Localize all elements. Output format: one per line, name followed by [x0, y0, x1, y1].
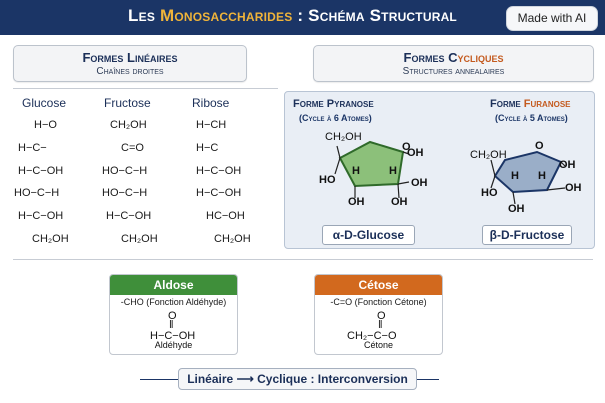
pyranose-ring: [338, 140, 405, 188]
chain-line: HO−C−H: [14, 187, 60, 200]
bond-line: [546, 187, 566, 191]
alpha-d-glucose-label: α-D-Glucose: [322, 225, 415, 245]
aldose-card-subtitle: -CHO (Fonction Aldéhyde): [120, 297, 227, 307]
footer-linear: Linéaire: [187, 372, 234, 386]
linear-forms-subtitle: Chaînes droites: [96, 66, 164, 77]
cetose-double-bond: ‖: [378, 319, 383, 331]
chain-line: H−C−: [18, 141, 47, 154]
chain-line: H−C−OH: [106, 210, 152, 223]
bond-line: [336, 145, 341, 159]
pyranose-subtitle: (Cycle à 6 Atomes): [299, 113, 372, 123]
cyclic-title-main: Formes C: [403, 50, 458, 65]
cetose-caption: Cétone: [363, 340, 394, 350]
footer-line-right: [417, 379, 439, 380]
bond-line: [334, 157, 341, 175]
cetose-formula: CH₂−C−O: [347, 330, 397, 342]
cetose-card-title: Cétose: [315, 275, 442, 295]
furanose-title-main: Forme: [490, 98, 524, 110]
linear-forms-header: Formes Linéaires Chaînes droites: [13, 45, 247, 82]
pyranose-label-ch2oh: CH₂OH: [325, 131, 362, 143]
chain-title-ribose: Ribose: [192, 96, 230, 110]
aldose-oxygen: O: [168, 310, 177, 322]
bond-line: [560, 161, 566, 167]
aldose-formula: H−C−OH: [150, 330, 196, 342]
furanose-label-o: O: [535, 140, 544, 152]
title-bar: Les Monosaccharides : Schéma Structural …: [0, 0, 605, 35]
furanose-title-accent: Furanose: [523, 98, 571, 110]
furanose-label-ho-left: HO: [481, 187, 498, 199]
furanose-label-h: H: [511, 170, 519, 182]
chain-line: H−C−OH: [18, 210, 64, 223]
pyranose-label-oh-bottom-left: OH: [348, 196, 365, 208]
chain-line: CH₂OH: [110, 119, 147, 131]
furanose-label-oh-right: OH: [559, 159, 576, 171]
pyranose-label-ho-left: HO: [319, 174, 336, 186]
chain-fructose: CH₂OH C=O HO−C−H HO−C−H H−C−OH CH₂OH: [102, 114, 158, 251]
furanose-subtitle: (Cycle à 5 Atomes): [495, 113, 568, 123]
bond-line: [402, 151, 410, 155]
chain-line: CH₂OH: [214, 232, 251, 245]
title-prefix: Les: [128, 6, 160, 25]
interconversion-label: Linéaire ⟶ Cyclique : Interconversion: [178, 368, 417, 390]
furanose-label-oh-right-2: OH: [565, 182, 582, 194]
chain-line: H−C−OH: [196, 187, 242, 200]
footer-line-left: [140, 379, 178, 380]
cyclic-structures-panel: Forme Pyranose (Cycle à 6 Atomes) Forme …: [284, 91, 595, 249]
aldose-caption: Aldéhyde: [154, 340, 193, 350]
chain-title-glucose: Glucose: [22, 96, 67, 110]
cyclic-forms-subtitle: Structures annealaires: [402, 66, 505, 77]
chain-glucose: H−O H−C− H−C−OH HO−C−H H−C−OH CH₂OH: [14, 114, 69, 251]
chain-line: H−C−OH: [18, 164, 64, 177]
chain-line: HO−C−H: [102, 187, 148, 200]
chain-title-fructose: Fructose: [104, 96, 151, 110]
chain-line: CH₂OH: [32, 232, 69, 245]
pyranose-label-o: O: [402, 141, 411, 153]
cetose-oxygen: O: [377, 310, 386, 322]
title-accent: Monosaccharides: [159, 6, 293, 25]
arrow-right-icon: ⟶: [236, 372, 254, 386]
cyclic-forms-header: Formes Cycliques Structures annealaires: [313, 45, 594, 82]
bond-line: [512, 191, 516, 205]
chain-line: C=O: [121, 141, 144, 154]
made-with-ai-badge[interactable]: Made with AI: [506, 6, 598, 31]
furanose-label-ch2oh: CH₂OH: [470, 149, 507, 161]
pyranose-label-h: H: [389, 165, 397, 177]
pyranose-label-oh-right: OH: [407, 147, 424, 159]
bond-line: [490, 175, 496, 189]
divider: [13, 259, 593, 260]
cyclic-title-accent: ycliques: [457, 50, 504, 65]
divider: [13, 88, 278, 89]
furanose-title: Forme Furanose: [490, 98, 571, 110]
chain-line: HC−OH: [206, 210, 245, 223]
beta-d-fructose-label: β-D-Fructose: [482, 225, 572, 245]
pyranose-label-oh-bottom-right: OH: [391, 196, 408, 208]
aldose-double-bond: ‖: [169, 319, 174, 331]
chain-ribose: H−CH H−C H−C−OH H−C−OH HC−OH CH₂OH: [196, 114, 251, 251]
pyranose-title: Forme Pyranose: [293, 98, 374, 110]
page-title: Les Monosaccharides : Schéma Structural: [0, 6, 585, 26]
chain-line: H−CH: [196, 119, 227, 131]
bond-line: [490, 159, 496, 177]
footer-cyclic: Cyclique : Interconversion: [257, 372, 408, 386]
linear-forms-title: Formes Linéaires: [82, 50, 178, 65]
pyranose-ring-diagram: [334, 140, 566, 205]
aldose-card: Aldose -CHO (Fonction Aldéhyde) O ‖ H−C−…: [109, 274, 238, 355]
chain-line: H−C−OH: [196, 164, 242, 177]
bond-line: [397, 183, 400, 199]
pyranose-label-oh-right-bottom: OH: [411, 177, 428, 189]
pyranose-label-h: H: [352, 165, 360, 177]
bond-line: [397, 181, 410, 185]
chain-line: H−O: [34, 119, 57, 131]
chain-line: HO−C−H: [102, 164, 148, 177]
aldose-card-title: Aldose: [110, 275, 237, 295]
title-suffix: : Schéma Structural: [292, 6, 457, 25]
furanose-label-oh-bottom: OH: [508, 203, 525, 215]
cetose-card-subtitle: -C=O (Fonction Cétone): [330, 297, 427, 307]
chain-line: H−C: [196, 141, 219, 154]
cetose-card: Cétose -C=O (Fonction Cétone) O ‖ CH₂−C−…: [314, 274, 443, 355]
chain-line: CH₂OH: [121, 232, 158, 245]
furanose-label-h: H: [538, 170, 546, 182]
cyclic-forms-title: Formes Cycliques: [314, 50, 593, 65]
